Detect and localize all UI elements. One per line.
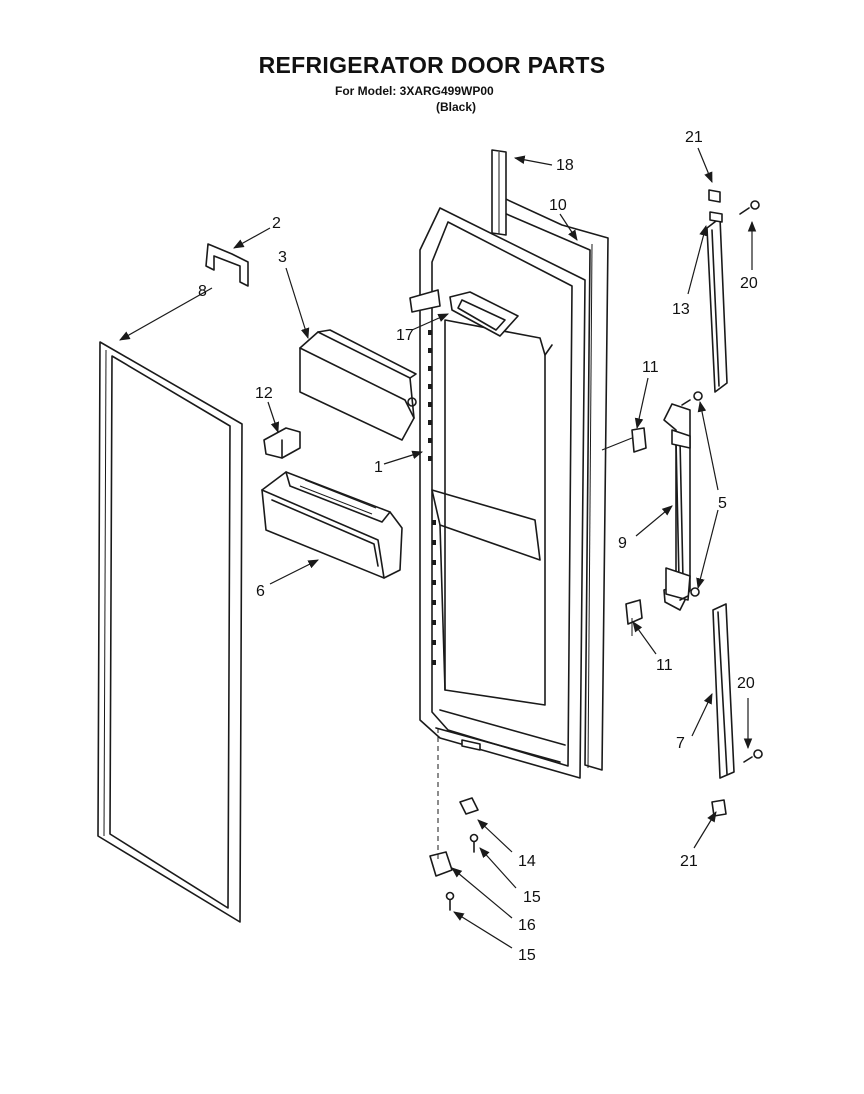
handle-screw-lower bbox=[679, 587, 700, 601]
hinge-screw-lower bbox=[445, 891, 455, 911]
callout-20-lower: 20 bbox=[737, 675, 755, 692]
callout-11-lower: 11 bbox=[656, 657, 673, 674]
handle-screw-upper bbox=[681, 391, 703, 406]
trim-end-cap-lower bbox=[711, 799, 727, 817]
dairy-compartment-door bbox=[299, 329, 417, 441]
hinge-screw-upper bbox=[469, 833, 479, 853]
callout-12: 12 bbox=[255, 385, 273, 402]
callout-14: 14 bbox=[518, 853, 536, 870]
model-line: For Model: 3XARG499WP00 bbox=[335, 84, 494, 98]
callout-labels: 18 10 21 20 13 2 3 8 17 11 12 1 5 9 6 11… bbox=[198, 129, 758, 964]
door-shelf-bin bbox=[261, 471, 403, 579]
door-handle-assembly bbox=[663, 403, 691, 611]
callout-6: 6 bbox=[256, 583, 265, 600]
diagram-title: REFRIGERATOR DOOR PARTS bbox=[258, 52, 606, 78]
callout-10: 10 bbox=[549, 197, 567, 214]
callout-15-upper: 15 bbox=[523, 889, 541, 906]
callout-17: 17 bbox=[396, 327, 414, 344]
bottom-hinge bbox=[429, 851, 453, 877]
door-stop bbox=[459, 797, 479, 815]
callout-21-lower: 21 bbox=[680, 853, 698, 870]
callout-1: 1 bbox=[374, 459, 383, 476]
door-handle-cup bbox=[409, 289, 519, 337]
callout-5: 5 bbox=[718, 495, 727, 512]
liner-shelf-holes bbox=[428, 330, 436, 665]
callout-7: 7 bbox=[676, 735, 685, 752]
callout-18: 18 bbox=[556, 157, 574, 174]
callout-11-upper: 11 bbox=[642, 359, 659, 376]
handle-end-cap-upper bbox=[631, 427, 647, 453]
callout-13: 13 bbox=[672, 301, 690, 318]
leader-arrows bbox=[119, 147, 757, 949]
door-gasket bbox=[97, 341, 243, 923]
callout-15-lower: 15 bbox=[518, 947, 536, 964]
top-door-trim bbox=[491, 149, 507, 236]
callout-8: 8 bbox=[198, 283, 207, 300]
callout-3: 3 bbox=[278, 249, 287, 266]
outer-door-panel bbox=[496, 194, 609, 771]
callout-9: 9 bbox=[618, 535, 627, 552]
door-liner bbox=[419, 207, 586, 779]
upper-hinge-strip bbox=[706, 189, 728, 393]
callout-2: 2 bbox=[272, 215, 281, 232]
callout-21-upper: 21 bbox=[685, 129, 703, 146]
trim-screw-upper bbox=[739, 200, 760, 215]
handle-end-cap-lower bbox=[625, 599, 643, 636]
lower-trim-strip bbox=[712, 603, 735, 779]
trim-screw-lower bbox=[743, 749, 763, 763]
bin-bracket bbox=[263, 427, 301, 459]
callout-20-upper: 20 bbox=[740, 275, 758, 292]
shelf-clip bbox=[205, 243, 249, 287]
callout-16: 16 bbox=[518, 917, 536, 934]
color-variant: (Black) bbox=[436, 100, 477, 114]
